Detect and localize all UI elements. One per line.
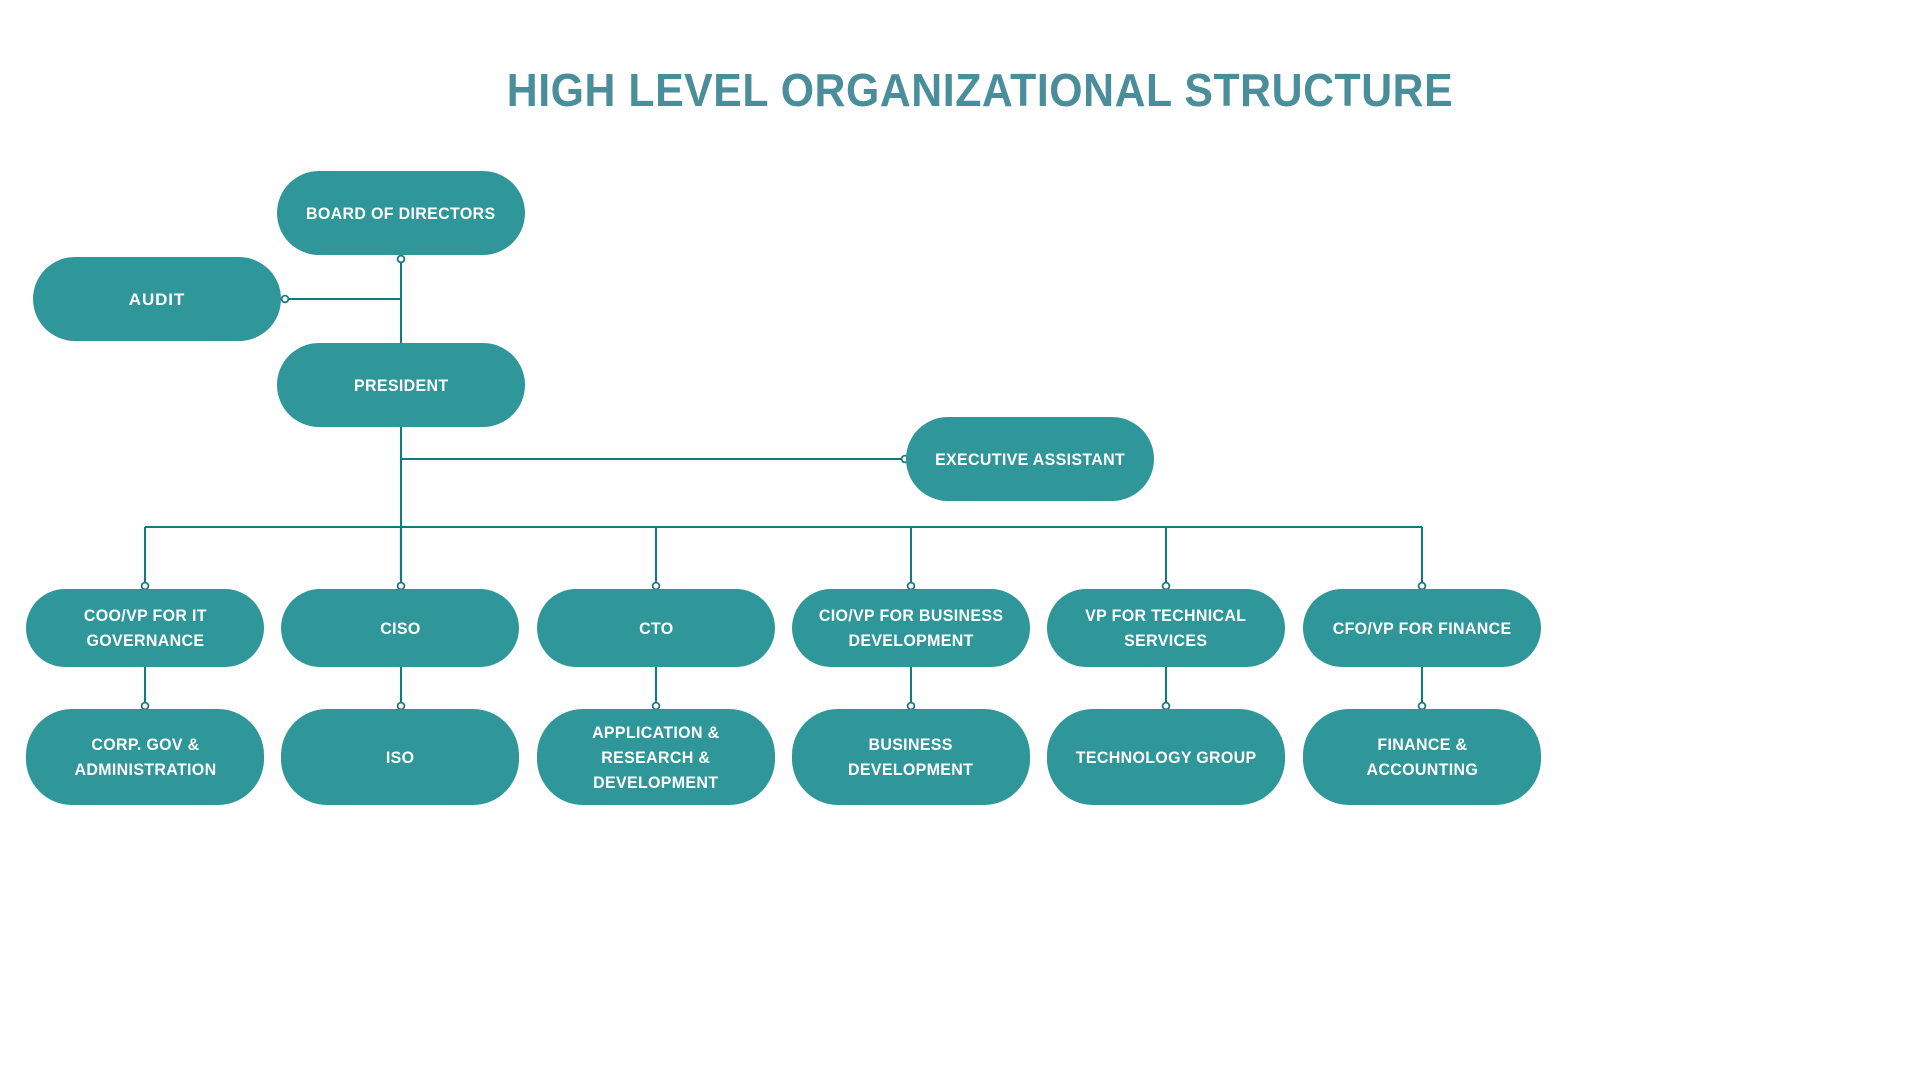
node-label: CIO/VP FOR BUSINESS DEVELOPMENT <box>818 606 1004 650</box>
node-label: CFO/VP FOR FINANCE <box>1332 618 1512 638</box>
node-president[interactable]: PRESIDENT <box>277 343 525 427</box>
node-cfo-vp-finance[interactable]: CFO/VP FOR FINANCE <box>1303 589 1541 667</box>
node-label: PRESIDENT <box>353 375 449 395</box>
node-label: ISO <box>385 747 415 767</box>
node-label: COO/VP FOR IT GOVERNANCE <box>83 606 207 650</box>
page-title: HIGH LEVEL ORGANIZATIONAL STRUCTURE <box>506 64 1454 116</box>
node-label: VP FOR TECHNICAL SERVICES <box>1085 606 1247 650</box>
node-label: EXECUTIVE ASSISTANT <box>934 449 1126 469</box>
node-label: AUDIT <box>128 289 186 309</box>
connector-dot-board <box>396 254 406 264</box>
node-board-of-directors[interactable]: BOARD OF DIRECTORS <box>277 171 525 255</box>
node-label: APPLICATION & RESEARCH & DEVELOPMENT <box>592 722 720 792</box>
node-label: CTO <box>638 618 674 638</box>
node-vp-technical-services[interactable]: VP FOR TECHNICAL SERVICES <box>1047 589 1285 667</box>
node-business-development[interactable]: BUSINESS DEVELOPMENT <box>792 709 1030 805</box>
node-executive-assistant[interactable]: EXECUTIVE ASSISTANT <box>906 417 1154 501</box>
node-corp-gov-administration[interactable]: CORP. GOV & ADMINISTRATION <box>26 709 264 805</box>
node-label: BOARD OF DIRECTORS <box>306 203 496 223</box>
node-technology-group[interactable]: TECHNOLOGY GROUP <box>1047 709 1285 805</box>
node-label: CORP. GOV & ADMINISTRATION <box>74 735 216 779</box>
node-label: CISO <box>379 618 421 638</box>
node-cio-vp-business-development[interactable]: CIO/VP FOR BUSINESS DEVELOPMENT <box>792 589 1030 667</box>
node-label: FINANCE & ACCOUNTING <box>1366 735 1478 779</box>
node-ciso[interactable]: CISO <box>281 589 519 667</box>
node-audit[interactable]: AUDIT <box>33 257 281 341</box>
node-application-research-development[interactable]: APPLICATION & RESEARCH & DEVELOPMENT <box>537 709 775 805</box>
node-iso[interactable]: ISO <box>281 709 519 805</box>
node-label: TECHNOLOGY GROUP <box>1075 747 1257 767</box>
node-finance-accounting[interactable]: FINANCE & ACCOUNTING <box>1303 709 1541 805</box>
node-label: BUSINESS DEVELOPMENT <box>848 735 974 779</box>
node-cto[interactable]: CTO <box>537 589 775 667</box>
connector-dot-audit <box>280 294 290 304</box>
node-coo-vp-it-governance[interactable]: COO/VP FOR IT GOVERNANCE <box>26 589 264 667</box>
